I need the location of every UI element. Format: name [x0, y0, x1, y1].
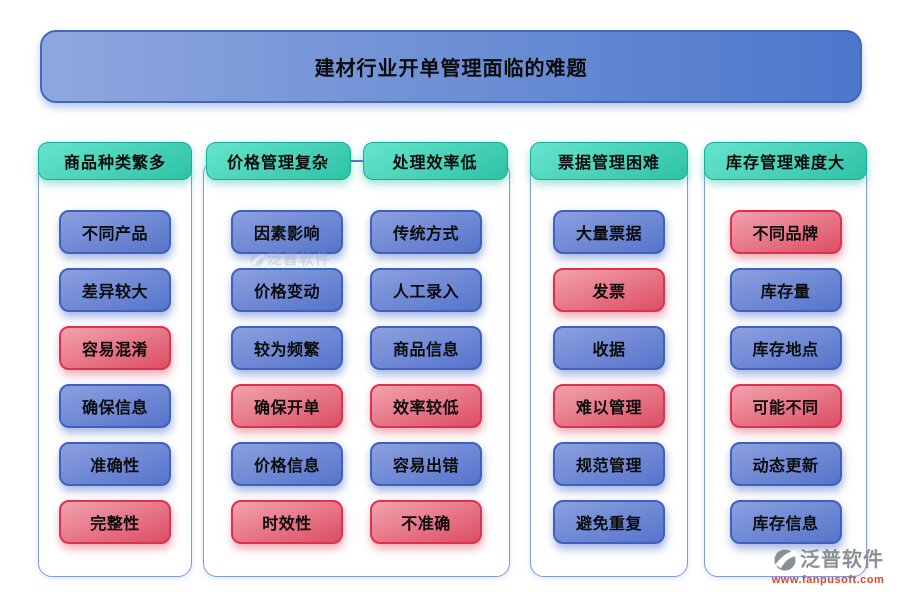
group-1: 因素影响价格变动较为频繁确保开单价格信息时效性传统方式人工录入商品信息效率较低容… — [203, 142, 510, 577]
item-pill: 库存量 — [729, 268, 842, 312]
item-pill: 商品信息 — [370, 326, 482, 370]
group-columns: 不同品牌库存量库存地点可能不同动态更新库存信息 — [705, 210, 866, 576]
group-columns: 因素影响价格变动较为频繁确保开单价格信息时效性传统方式人工录入商品信息效率较低容… — [204, 210, 509, 576]
item-pill: 规范管理 — [553, 442, 665, 486]
group-headers: 库存管理难度大 — [704, 142, 867, 180]
item-column: 不同产品差异较大容易混淆确保信息准确性完整性 — [59, 210, 171, 544]
item-pill: 难以管理 — [553, 384, 665, 428]
item-column: 传统方式人工录入商品信息效率较低容易出错不准确 — [370, 210, 482, 544]
brand-name: 泛普软件 — [800, 549, 884, 571]
brand-row: 泛普软件 — [772, 547, 884, 573]
item-pill: 传统方式 — [370, 210, 482, 254]
brand-footer: 泛普软件 www.fanpusoft.com — [760, 547, 896, 586]
item-pill: 完整性 — [59, 500, 171, 544]
item-pill: 不同品牌 — [729, 210, 842, 254]
group-box: 因素影响价格变动较为频繁确保开单价格信息时效性传统方式人工录入商品信息效率较低容… — [203, 160, 510, 577]
item-pill: 收据 — [553, 326, 665, 370]
group-header: 票据管理困难 — [530, 142, 688, 180]
fanpu-logo-icon — [774, 549, 797, 571]
item-pill: 避免重复 — [553, 500, 665, 544]
item-pill: 确保开单 — [231, 384, 343, 428]
item-pill: 准确性 — [59, 442, 171, 486]
group-box: 大量票据发票收据难以管理规范管理避免重复 — [530, 160, 688, 577]
group-columns: 不同产品差异较大容易混淆确保信息准确性完整性 — [39, 210, 191, 576]
item-pill: 差异较大 — [59, 268, 171, 312]
group-header: 处理效率低 — [362, 142, 508, 180]
item-pill: 因素影响 — [231, 210, 343, 254]
item-pill: 发票 — [553, 268, 665, 312]
item-column: 大量票据发票收据难以管理规范管理避免重复 — [553, 210, 665, 544]
group-headers: 价格管理复杂处理效率低 — [203, 142, 510, 180]
item-pill: 不准确 — [370, 500, 482, 544]
item-pill: 库存信息 — [729, 500, 842, 544]
item-pill: 不同产品 — [59, 210, 171, 254]
item-pill: 效率较低 — [370, 384, 482, 428]
item-column: 不同品牌库存量库存地点可能不同动态更新库存信息 — [729, 210, 842, 544]
group-box: 不同品牌库存量库存地点可能不同动态更新库存信息 — [704, 160, 867, 577]
item-pill: 动态更新 — [729, 442, 842, 486]
item-pill: 确保信息 — [59, 384, 171, 428]
group-header: 库存管理难度大 — [704, 142, 867, 180]
item-column: 因素影响价格变动较为频繁确保开单价格信息时效性 — [231, 210, 343, 544]
item-pill: 较为频繁 — [231, 326, 343, 370]
group-headers: 商品种类繁多 — [38, 142, 192, 180]
item-pill: 容易混淆 — [59, 326, 171, 370]
item-pill: 价格信息 — [231, 442, 343, 486]
group-columns: 大量票据发票收据难以管理规范管理避免重复 — [531, 210, 687, 576]
item-pill: 时效性 — [231, 500, 343, 544]
item-pill: 大量票据 — [553, 210, 665, 254]
item-pill: 人工录入 — [370, 268, 482, 312]
item-pill: 容易出错 — [370, 442, 482, 486]
group-header: 价格管理复杂 — [205, 142, 351, 180]
diagram-title: 建材行业开单管理面临的难题 — [40, 30, 862, 103]
brand-url: www.fanpusoft.com — [771, 574, 885, 586]
group-2: 大量票据发票收据难以管理规范管理避免重复 票据管理困难 — [530, 142, 688, 577]
item-pill: 库存地点 — [729, 326, 842, 370]
group-box: 不同产品差异较大容易混淆确保信息准确性完整性 — [38, 160, 192, 577]
group-0: 不同产品差异较大容易混淆确保信息准确性完整性 商品种类繁多 — [38, 142, 192, 577]
header-connector-line — [350, 160, 363, 162]
item-pill: 价格变动 — [231, 268, 343, 312]
group-3: 不同品牌库存量库存地点可能不同动态更新库存信息 库存管理难度大 — [704, 142, 867, 577]
group-header: 商品种类繁多 — [38, 142, 192, 180]
item-pill: 可能不同 — [729, 384, 842, 428]
group-headers: 票据管理困难 — [530, 142, 688, 180]
